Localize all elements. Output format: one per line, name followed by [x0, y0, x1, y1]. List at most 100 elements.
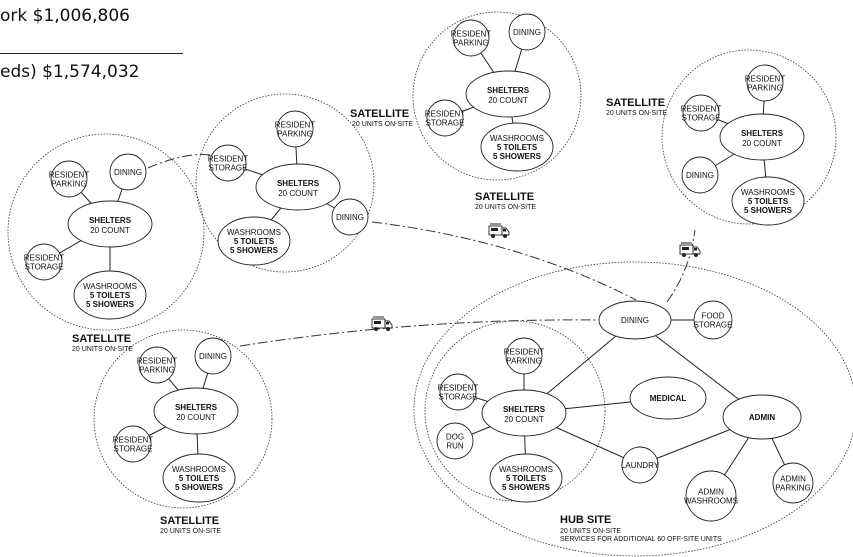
- resident-parking-node: [746, 64, 784, 102]
- washrooms-node: [480, 122, 554, 172]
- admin-node-label: ADMIN: [749, 413, 775, 422]
- dining-node: [194, 337, 232, 375]
- admin-washrooms-node-label: WASHROOMS: [684, 497, 738, 506]
- washrooms-node: [162, 453, 236, 503]
- satellite-label-units: 20 UNITS ON-SITE: [606, 110, 667, 117]
- resident-parking-node-label: RESIDENT: [504, 348, 545, 357]
- food-truck-icon: [488, 223, 510, 239]
- resident-storage-node-label: STORAGE: [209, 164, 248, 173]
- satellite-cluster: RESIDENTPARKINGDININGRESIDENTSTORAGEWASH…: [661, 49, 837, 226]
- admin-washrooms-node-label: ADMIN: [698, 488, 724, 497]
- satellite-label-units: 20 UNITS ON-SITE: [475, 204, 536, 211]
- satellite-boundary: [661, 49, 837, 225]
- shelters-node: [481, 389, 567, 437]
- food-truck-icon: [371, 316, 393, 332]
- dining-node-label: DINING: [686, 171, 714, 180]
- resident-parking-node-label: RESIDENT: [137, 357, 178, 366]
- resident-storage-node-label: STORAGE: [426, 119, 465, 128]
- resident-parking-node-label: PARKING: [453, 39, 488, 48]
- shelters-node: [255, 163, 341, 211]
- dining-node: [331, 198, 369, 236]
- satellite-label-title: SATELLITE: [606, 97, 665, 109]
- dining-node: [508, 13, 546, 51]
- food-storage-node-label: FOOD: [701, 312, 724, 321]
- washrooms-toilets: 5 TOILETS: [506, 474, 547, 483]
- shelters-title: SHELTERS: [175, 403, 218, 412]
- satellite-labels: SATELLITE 20 UNITS ON-SITE SATELLITE 20 …: [72, 97, 722, 543]
- resident-storage-node: [426, 99, 464, 137]
- washrooms-showers: 5 SHOWERS: [493, 152, 542, 161]
- dining-node-label: DINING: [513, 28, 541, 37]
- shelters-node: [719, 113, 805, 161]
- satellite-boundary: [93, 329, 273, 509]
- shelters-count: 20 COUNT: [742, 139, 782, 148]
- shelters-title: SHELTERS: [503, 405, 546, 414]
- washrooms-label: WASHROOMS: [499, 465, 553, 474]
- resident-storage-node: [682, 94, 720, 132]
- satellite-label-title: SATELLITE: [350, 108, 409, 120]
- cost-line-2: eds) $1,574,032: [0, 62, 140, 82]
- cost-divider: [0, 53, 183, 54]
- cost-summary: ork $1,006,806 eds) $1,574,032: [0, 0, 200, 82]
- dining-node: [681, 156, 719, 194]
- medical-node-label: MEDICAL: [650, 394, 687, 403]
- shelters-title: SHELTERS: [487, 86, 530, 95]
- washrooms-showers: 5 SHOWERS: [744, 206, 793, 215]
- admin-parking-node: [772, 462, 814, 504]
- cost-line-1: ork $1,006,806: [0, 6, 130, 26]
- resident-storage-node-label: STORAGE: [439, 393, 478, 402]
- resident-storage-node-label: RESIDENT: [208, 155, 249, 164]
- washrooms-showers: 5 SHOWERS: [175, 483, 224, 492]
- connector-bottom-to-hub: [239, 319, 601, 347]
- shelters-node: [465, 70, 551, 118]
- resident-parking-node: [50, 160, 88, 198]
- resident-parking-node-label: RESIDENT: [745, 75, 786, 84]
- dining-node-label: DINING: [621, 316, 649, 325]
- satellite-label-units: 20 UNITS ON-SITE: [160, 528, 221, 535]
- satellite-boundary: [7, 133, 205, 331]
- washrooms-label: WASHROOMS: [490, 134, 544, 143]
- washrooms-label: WASHROOMS: [741, 188, 795, 197]
- dining-node-label: DINING: [336, 213, 364, 222]
- washrooms-toilets: 5 TOILETS: [497, 143, 538, 152]
- dining-node-label: DINING: [199, 352, 227, 361]
- satellite-cluster: RESIDENTPARKINGDININGRESIDENTSTORAGEWASH…: [412, 11, 582, 181]
- medical-node: [629, 376, 707, 420]
- resident-storage-node-label: RESIDENT: [425, 110, 466, 119]
- resident-storage-node-label: STORAGE: [682, 114, 721, 123]
- shelters-title: SHELTERS: [89, 216, 132, 225]
- washrooms-node: [73, 270, 147, 320]
- hub-label-title: HUB SITE: [560, 514, 611, 526]
- resident-parking-node: [138, 346, 176, 384]
- satellite-cluster: RESIDENTPARKINGDININGRESIDENTSTORAGEWASH…: [7, 133, 205, 331]
- connector-center-to-hub: [371, 221, 637, 301]
- resident-storage-node: [439, 373, 477, 411]
- shelters-count: 20 COUNT: [504, 415, 544, 424]
- resident-parking-node: [505, 337, 543, 375]
- resident-parking-node-label: PARKING: [277, 130, 312, 139]
- dog-run-node-label: RUN: [446, 442, 464, 451]
- washrooms-node: [489, 453, 563, 503]
- washrooms-label: WASHROOMS: [172, 465, 226, 474]
- resident-storage-node-label: RESIDENT: [438, 384, 479, 393]
- washrooms-showers: 5 SHOWERS: [230, 246, 279, 255]
- admin-parking-node-label: ADMIN: [780, 475, 806, 484]
- washrooms-showers: 5 SHOWERS: [502, 483, 551, 492]
- washrooms-showers: 5 SHOWERS: [86, 300, 135, 309]
- admin-parking-node-label: PARKING: [775, 484, 810, 493]
- dining-node-label: DINING: [114, 168, 142, 177]
- food-storage-node-label: STORAGE: [694, 321, 733, 330]
- resident-storage-node-label: RESIDENT: [24, 254, 65, 263]
- resident-parking-node-label: RESIDENT: [451, 30, 492, 39]
- washrooms-node: [731, 176, 805, 226]
- hub-label-services: SERVICES FOR ADDITIONAL 60 OFF-SITE UNIT…: [560, 536, 722, 543]
- resident-parking-node-label: RESIDENT: [275, 121, 316, 130]
- resident-parking-node-label: PARKING: [139, 366, 174, 375]
- connector-left-satellites: [147, 154, 211, 169]
- resident-parking-node-label: PARKING: [51, 180, 86, 189]
- resident-storage-node-label: RESIDENT: [681, 105, 722, 114]
- washrooms-label: WASHROOMS: [83, 282, 137, 291]
- dining-node: [598, 300, 672, 340]
- washrooms-toilets: 5 TOILETS: [748, 197, 789, 206]
